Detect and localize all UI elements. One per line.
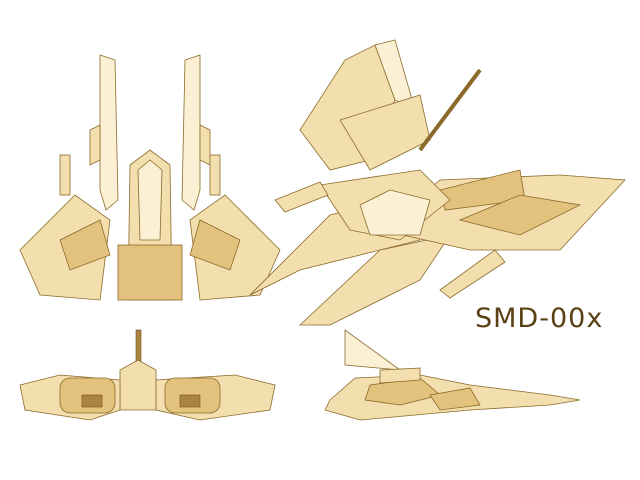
perspective-view-ship (249, 39, 626, 326)
front-view-ship (19, 329, 276, 421)
side-view-ship (324, 329, 581, 421)
top-view-ship (19, 54, 281, 301)
model-name-label: SMD-00x (475, 303, 604, 334)
